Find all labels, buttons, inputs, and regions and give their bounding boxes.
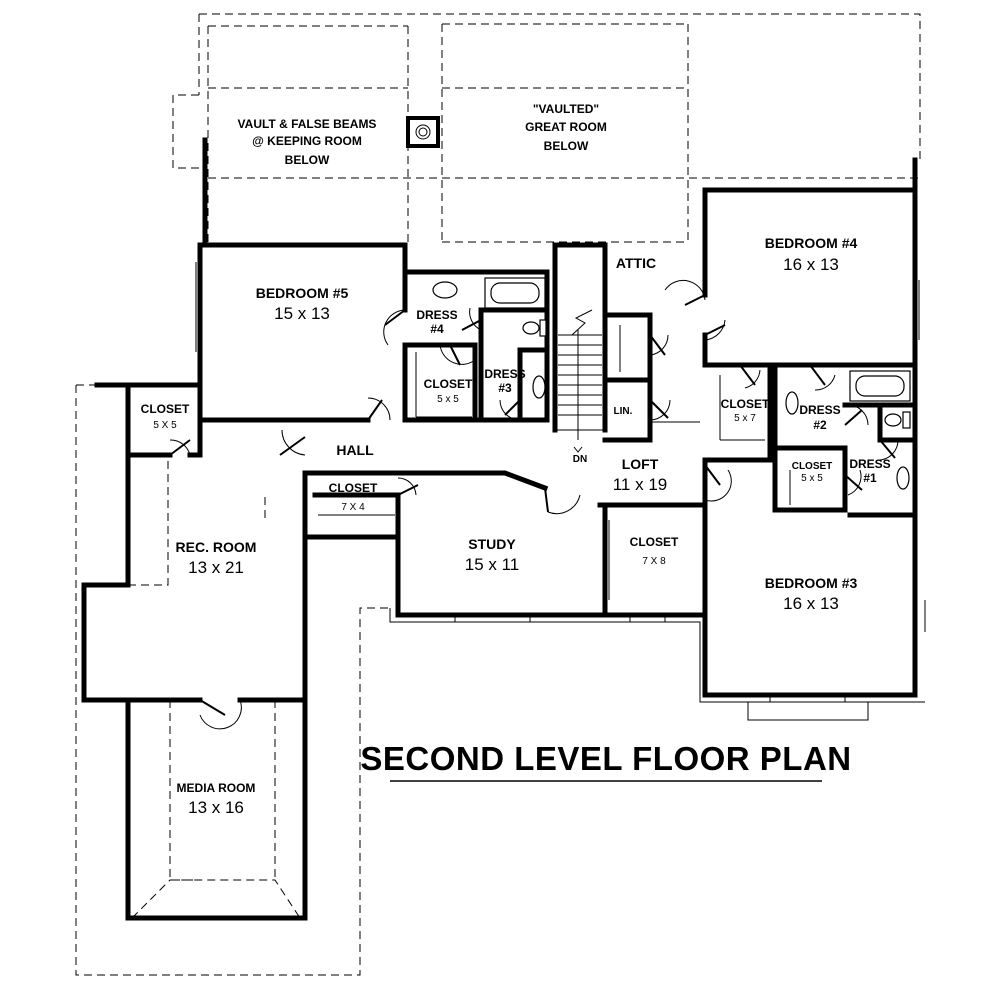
dress3-num: #3	[498, 381, 512, 395]
closet-bed3-name: CLOSET	[792, 461, 833, 472]
note-keeping-room-line3: BELOW	[285, 153, 330, 167]
dress1-name: DRESS	[849, 457, 890, 471]
bath-fixtures	[432, 277, 911, 490]
closet-bed3-size: 5 x 5	[801, 473, 823, 484]
bedroom3-name: BEDROOM #3	[765, 575, 858, 591]
bedroom3-size: 16 x 13	[783, 594, 839, 613]
dress-labels: DRESS #4 DRESS #3 DRESS #2 DRESS #1	[416, 308, 890, 485]
dress4-name: DRESS	[416, 308, 457, 322]
closet-rec-name: CLOSET	[141, 402, 190, 416]
closet-study-size: 7 X 8	[642, 556, 666, 567]
bedroom5-name: BEDROOM #5	[256, 285, 349, 301]
hall-label: HALL	[336, 442, 374, 458]
roof-outline-dashed	[75, 13, 921, 976]
dress2-name: DRESS	[799, 403, 840, 417]
notes-labels: VAULT & FALSE BEAMS @ KEEPING ROOM BELOW…	[238, 102, 607, 167]
note-great-room-line3: BELOW	[544, 139, 589, 153]
stairs	[558, 309, 602, 453]
rec-room-name: REC. ROOM	[176, 539, 257, 555]
media-room-size: 13 x 16	[188, 798, 244, 817]
plan-title: SECOND LEVEL FLOOR PLAN	[360, 740, 851, 777]
room-labels: BEDROOM #5 15 x 13 BEDROOM #4 16 x 13 BE…	[176, 235, 858, 817]
closet-bed5-size: 5 x 5	[437, 394, 459, 405]
dress3-name: DRESS	[484, 367, 525, 381]
note-great-room-line1: "VAULTED"	[533, 102, 599, 116]
plan-title-block: SECOND LEVEL FLOOR PLAN	[360, 740, 851, 782]
dress4-num: #4	[430, 322, 444, 336]
closet-bed4-name: CLOSET	[721, 397, 770, 411]
closet-hall-name: CLOSET	[329, 481, 378, 495]
loft-name: LOFT	[622, 456, 659, 472]
bedroom4-name: BEDROOM #4	[765, 235, 858, 251]
closet-labels: CLOSET 5 X 5 CLOSET 5 x 5 CLOSET 7 X 4 C…	[141, 377, 833, 567]
note-keeping-room-line2: @ KEEPING ROOM	[252, 134, 362, 148]
misc-labels: HALL ATTIC LIN. DN	[336, 255, 656, 465]
attic-label: ATTIC	[616, 255, 656, 271]
closet-study-name: CLOSET	[630, 535, 679, 549]
study-size: 15 x 11	[465, 555, 520, 574]
dress2-num: #2	[813, 418, 827, 432]
note-great-room-line2: GREAT ROOM	[525, 120, 607, 134]
column-fixture	[406, 116, 440, 148]
closet-bed4-size: 5 x 7	[734, 413, 756, 424]
note-keeping-room-line1: VAULT & FALSE BEAMS	[238, 117, 377, 131]
media-room-name: MEDIA ROOM	[177, 781, 256, 795]
bedroom4-size: 16 x 13	[783, 255, 839, 274]
walls	[81, 137, 918, 921]
doors	[169, 280, 899, 730]
stair-down-label: DN	[573, 454, 587, 465]
bedroom5-size: 15 x 13	[274, 304, 330, 323]
closet-rec-size: 5 X 5	[153, 420, 177, 431]
closet-hall-size: 7 X 4	[341, 502, 365, 513]
dress1-num: #1	[863, 471, 877, 485]
closet-bed5-name: CLOSET	[424, 377, 473, 391]
study-name: STUDY	[468, 536, 516, 552]
wall-details	[83, 262, 926, 721]
rec-room-size: 13 x 21	[188, 558, 244, 577]
loft-size: 11 x 19	[613, 475, 668, 494]
linen-label: LIN.	[614, 406, 633, 417]
